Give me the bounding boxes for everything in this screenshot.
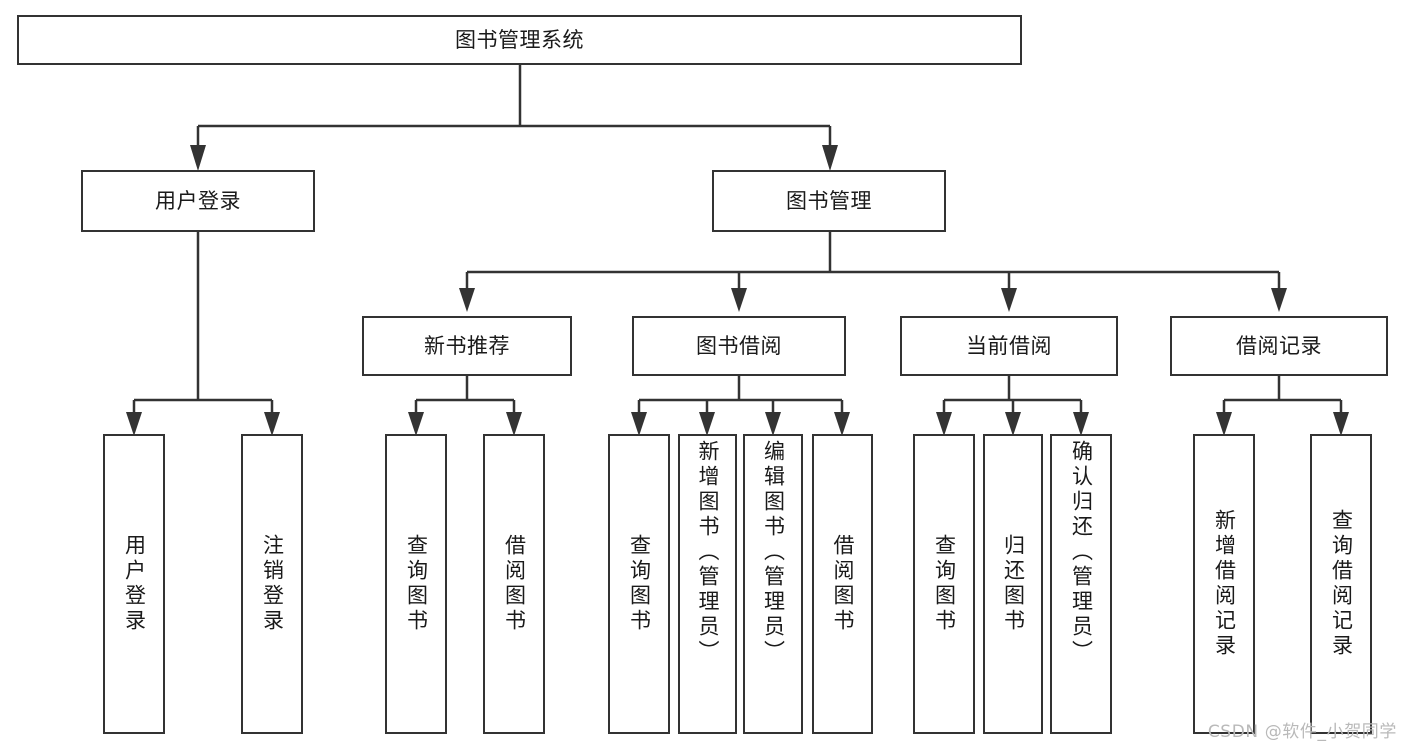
leaf-borrow-book-recommend-label: 借阅图书 [502, 534, 527, 634]
leaf-query-book-current-label: 查询图书 [932, 534, 957, 634]
node-user-login-label: 用户登录 [155, 188, 241, 213]
node-book-management[interactable]: 图书管理 [712, 170, 946, 232]
node-root[interactable]: 图书管理系统 [17, 15, 1022, 65]
leaf-confirm-return-admin-label: 确认归还（管理员） [1069, 440, 1094, 665]
leaf-user-login-label: 用户登录 [122, 534, 147, 634]
leaf-borrow-book-label: 借阅图书 [831, 534, 855, 634]
leaf-add-book-admin[interactable]: 新增图书（管理员） [678, 434, 737, 734]
node-current-borrow-label: 当前借阅 [966, 333, 1052, 358]
leaf-return-book[interactable]: 归还图书 [983, 434, 1043, 734]
leaf-query-book-recommend[interactable]: 查询图书 [385, 434, 447, 734]
node-user-login[interactable]: 用户登录 [81, 170, 315, 232]
node-new-book-recommend-label: 新书推荐 [424, 333, 510, 358]
leaf-edit-book-admin[interactable]: 编辑图书（管理员） [743, 434, 803, 734]
leaf-user-login[interactable]: 用户登录 [103, 434, 165, 734]
leaf-add-borrow-record[interactable]: 新增借阅记录 [1193, 434, 1255, 734]
node-root-label: 图书管理系统 [455, 27, 584, 52]
node-borrow-record[interactable]: 借阅记录 [1170, 316, 1388, 376]
node-book-borrow[interactable]: 图书借阅 [632, 316, 846, 376]
leaf-add-borrow-record-label: 新增借阅记录 [1212, 509, 1237, 659]
leaf-add-book-admin-label: 新增图书（管理员） [696, 440, 720, 665]
leaf-borrow-book[interactable]: 借阅图书 [812, 434, 873, 734]
node-new-book-recommend[interactable]: 新书推荐 [362, 316, 572, 376]
leaf-query-book-borrow[interactable]: 查询图书 [608, 434, 670, 734]
node-book-management-label: 图书管理 [786, 188, 872, 213]
leaf-query-book-recommend-label: 查询图书 [404, 534, 429, 634]
leaf-borrow-book-recommend[interactable]: 借阅图书 [483, 434, 545, 734]
leaf-query-borrow-record[interactable]: 查询借阅记录 [1310, 434, 1372, 734]
leaf-confirm-return-admin[interactable]: 确认归还（管理员） [1050, 434, 1112, 734]
leaf-logout-label: 注销登录 [260, 534, 285, 634]
leaf-return-book-label: 归还图书 [1001, 534, 1026, 634]
watermark-text: CSDN @软件_小贺同学 [1207, 722, 1397, 742]
node-current-borrow[interactable]: 当前借阅 [900, 316, 1118, 376]
node-book-borrow-label: 图书借阅 [696, 333, 782, 358]
leaf-edit-book-admin-label: 编辑图书（管理员） [761, 440, 786, 665]
leaf-logout[interactable]: 注销登录 [241, 434, 303, 734]
leaf-query-borrow-record-label: 查询借阅记录 [1329, 509, 1354, 659]
node-borrow-record-label: 借阅记录 [1236, 333, 1322, 358]
leaf-query-book-borrow-label: 查询图书 [627, 534, 652, 634]
leaf-query-book-current[interactable]: 查询图书 [913, 434, 975, 734]
